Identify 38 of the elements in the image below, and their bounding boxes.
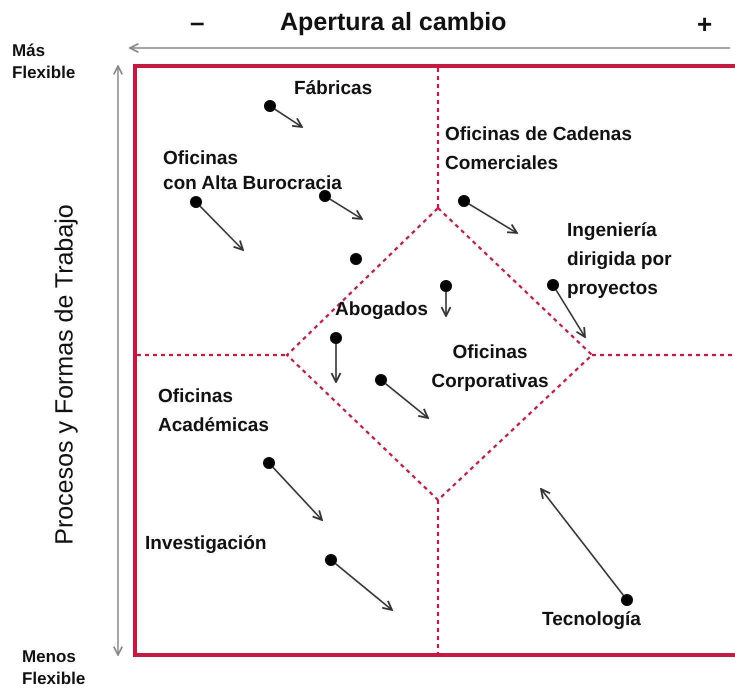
category-label: Oficinas de Cadenas Comerciales [445, 123, 633, 176]
axis-title: Procesos y Formas de Trabajo [50, 203, 80, 547]
category-label: Oficinas Académicas [158, 385, 270, 438]
arrow [555, 290, 586, 338]
axis-end-label: – [190, 8, 204, 37]
category-label: Ingeniería dirigida por proyectos [567, 219, 672, 301]
arrow [335, 563, 393, 611]
category-label: Investigación [145, 532, 266, 556]
dot-marker [440, 280, 452, 292]
axis-end-label: Menos Flexible [22, 646, 86, 690]
category-label: Abogados [335, 298, 428, 322]
dot-marker [319, 190, 331, 202]
axis-end-label: Más Flexible [12, 40, 76, 84]
dot-marker [458, 195, 470, 207]
dot-marker [375, 374, 387, 386]
arrow [385, 383, 429, 419]
dot-marker [190, 196, 202, 208]
axis-end-label: + [697, 10, 712, 39]
arrow [272, 466, 323, 521]
dot-marker [325, 554, 337, 566]
category-label: Oficinas con Alta Burocracia [163, 147, 343, 196]
category-label: Fábricas [294, 77, 372, 101]
arrow [330, 198, 363, 220]
arrow [274, 108, 303, 128]
dot-marker [330, 332, 342, 344]
arrow [468, 203, 518, 234]
dot-marker [547, 279, 559, 291]
dot-marker [350, 253, 362, 265]
arrow [330, 344, 342, 383]
arrow [200, 206, 244, 251]
dot-marker [264, 100, 276, 112]
arrow [440, 292, 452, 317]
category-label: Tecnología [542, 608, 641, 632]
category-label: Oficinas Corporativas [430, 341, 550, 394]
dot-marker [263, 457, 275, 469]
axis-title: Apertura al cambio [280, 8, 508, 37]
dot-marker [621, 594, 633, 606]
arrow [540, 488, 624, 596]
